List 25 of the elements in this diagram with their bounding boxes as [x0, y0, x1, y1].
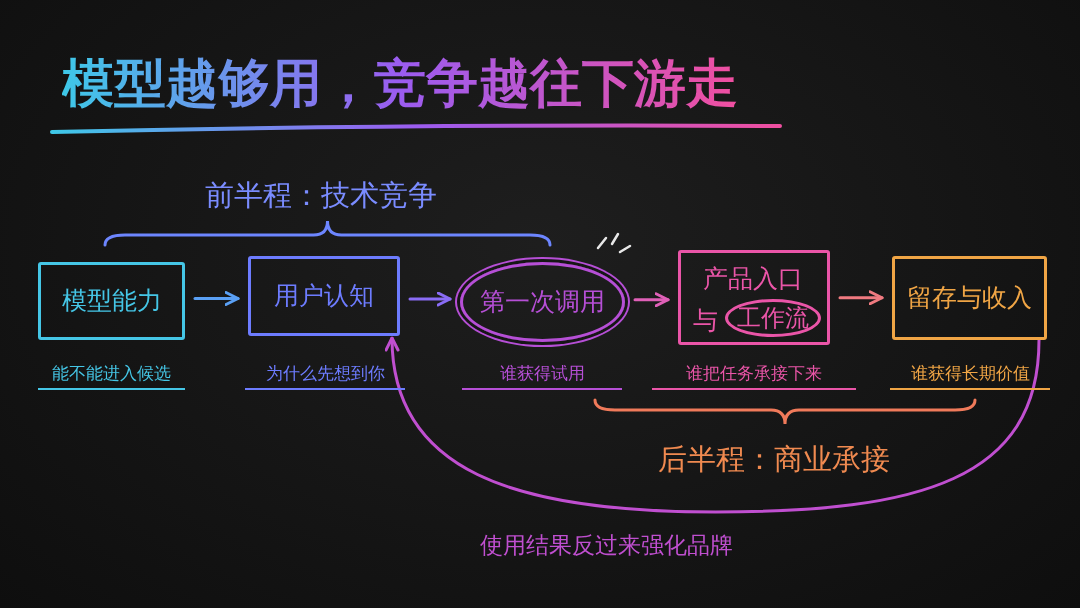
node-label: 产品入口 [703, 263, 803, 295]
node-label: 工作流 [737, 303, 809, 333]
node-label: 留存与收入 [907, 282, 1032, 314]
step-caption: 谁把任务承接下来 [652, 362, 856, 390]
step-caption: 谁获得长期价值 [890, 362, 1050, 390]
node-label: 与 [693, 305, 718, 337]
arrow [633, 292, 670, 308]
step-box [678, 250, 830, 345]
phase-label: 后半程：商业承接 [658, 441, 890, 478]
node-label: 第一次调用 [480, 286, 605, 318]
node-label: 模型能力 [61, 285, 162, 317]
arrow [838, 290, 884, 306]
edge-label: 使用结果反过来强化品牌 [480, 531, 733, 560]
node-label: 用户认知 [274, 280, 374, 312]
step-caption: 为什么先想到你 [245, 362, 405, 390]
highlight-ellipse [725, 299, 821, 337]
step-box [38, 262, 185, 340]
step-caption: 谁获得试用 [462, 362, 622, 390]
phase-label: 前半程：技术竞争 [205, 177, 437, 214]
step-box [248, 256, 400, 336]
arrow [385, 336, 1041, 514]
arrow [408, 291, 452, 307]
step-box [892, 256, 1047, 340]
step-caption: 能不能进入候选 [38, 362, 185, 390]
arrow [193, 291, 240, 306]
